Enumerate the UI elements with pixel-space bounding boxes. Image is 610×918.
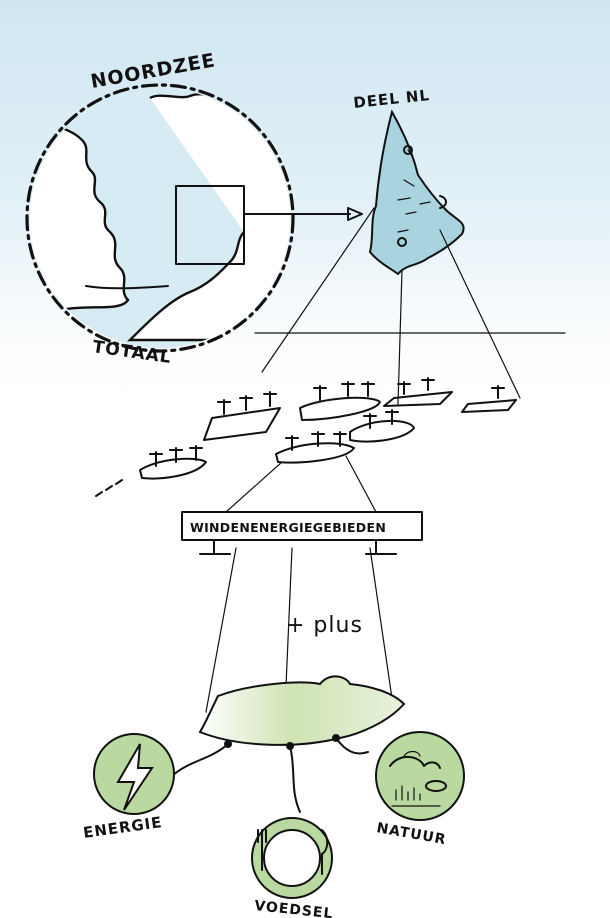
nature-icon xyxy=(376,732,464,820)
label-natuur: NATUUR xyxy=(375,820,447,848)
label-plus: + plus xyxy=(286,613,363,638)
label-windenergiegebieden: WINDENENERGIEGEBIEDEN xyxy=(190,520,386,535)
label-voedsel: VOEDSEL xyxy=(254,898,334,918)
wind-field xyxy=(276,432,354,462)
food-plate-icon xyxy=(252,818,332,898)
connectors xyxy=(172,735,368,812)
wind-field xyxy=(140,446,206,478)
label-energie: ENERGIE xyxy=(82,813,163,842)
multi-use-platform xyxy=(200,676,404,744)
energy-icon xyxy=(94,734,174,814)
